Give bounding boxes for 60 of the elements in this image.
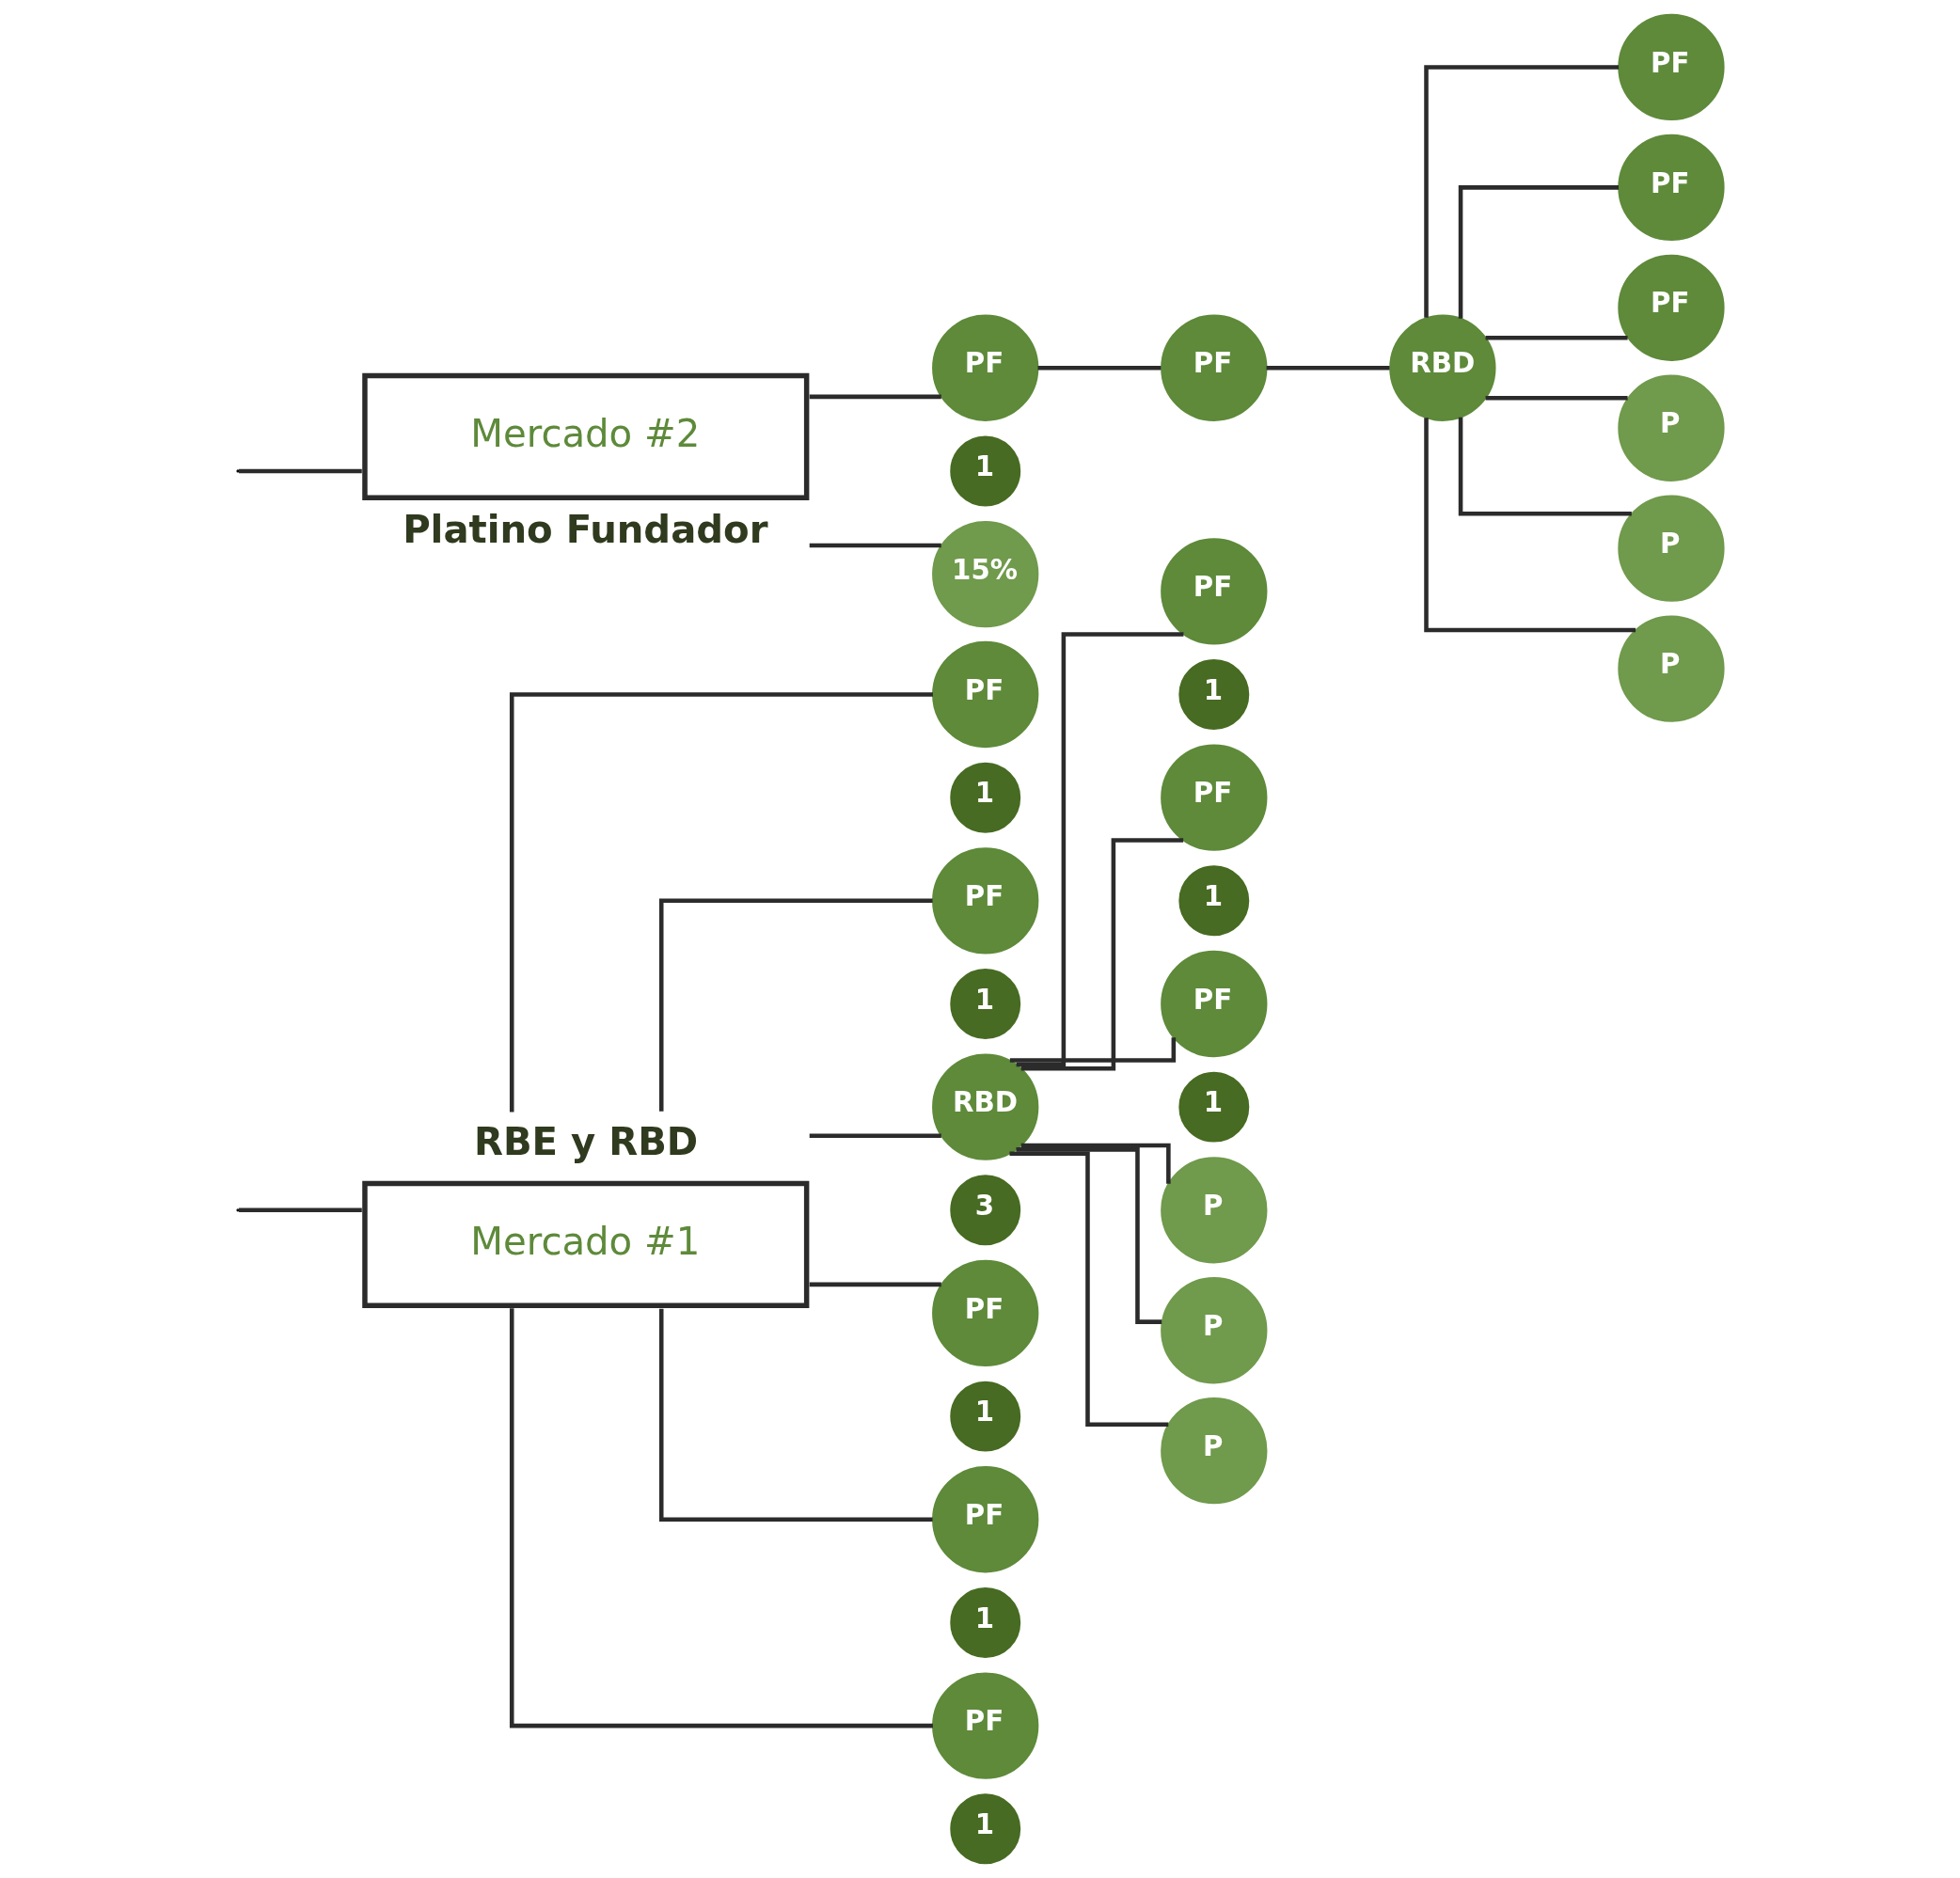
node-circle: PF: [1617, 13, 1725, 121]
connector: [509, 692, 933, 1113]
node-circle: PF: [1160, 744, 1267, 851]
node-label: RBE y RBD: [473, 1119, 698, 1163]
connector: [809, 1133, 941, 1139]
node-circle: RBD: [1388, 314, 1496, 421]
node-circle: 1: [949, 1586, 1020, 1658]
node-circle: 1: [1178, 865, 1249, 937]
connector: [1485, 336, 1628, 340]
node-circle: 3: [949, 1175, 1020, 1246]
connector: [658, 1308, 933, 1523]
connector: [809, 394, 941, 400]
node-circle: P: [1617, 615, 1725, 722]
connector: [1485, 395, 1628, 401]
connector: [1009, 1151, 1168, 1428]
node-circle: PF: [931, 1466, 1038, 1573]
connector: [238, 1207, 362, 1213]
node-circle: PF: [931, 1259, 1038, 1367]
connector: [1016, 632, 1183, 1067]
node-circle: P: [1160, 1157, 1267, 1264]
connector: [1458, 185, 1619, 319]
node-circle: 1: [1178, 1071, 1249, 1143]
connector: [809, 1282, 941, 1287]
connector: [1015, 1147, 1162, 1324]
connector: [809, 543, 941, 548]
node-circle: RBD: [931, 1053, 1038, 1160]
node-circle: PF: [931, 640, 1038, 749]
node-circle: P: [1160, 1397, 1267, 1505]
node-box: Mercado #2: [361, 372, 809, 500]
node-label: Platino Fundador: [402, 507, 767, 551]
connector: [1266, 366, 1390, 371]
node-circle: P: [1617, 495, 1725, 602]
connector: [1458, 417, 1632, 516]
node-circle: 1: [949, 762, 1020, 833]
node-circle: 1: [949, 1793, 1020, 1865]
node-circle: 15%: [931, 520, 1038, 628]
node-circle: 1: [949, 1381, 1020, 1452]
connector: [1423, 418, 1636, 633]
node-box: Mercado #1: [361, 1180, 809, 1308]
connector: [238, 468, 362, 474]
connector: [1423, 65, 1619, 318]
node-circle: PF: [931, 314, 1038, 421]
node-circle: PF: [931, 1672, 1038, 1779]
connector: [1009, 1037, 1176, 1063]
connector: [658, 898, 933, 1112]
node-circle: PF: [931, 847, 1038, 955]
node-circle: 1: [949, 969, 1020, 1039]
connector: [1020, 1143, 1171, 1184]
node-circle: PF: [1160, 538, 1267, 645]
connector: [1020, 838, 1183, 1071]
node-circle: PF: [1160, 314, 1267, 421]
node-circle: PF: [1160, 950, 1267, 1058]
node-circle: P: [1160, 1277, 1267, 1384]
connector: [509, 1308, 933, 1728]
connector: [1037, 366, 1161, 371]
node-circle: PF: [1617, 134, 1725, 242]
node-circle: 1: [1178, 659, 1249, 730]
node-circle: P: [1617, 374, 1725, 481]
node-circle: PF: [1617, 254, 1725, 361]
node-circle: 1: [949, 435, 1020, 507]
